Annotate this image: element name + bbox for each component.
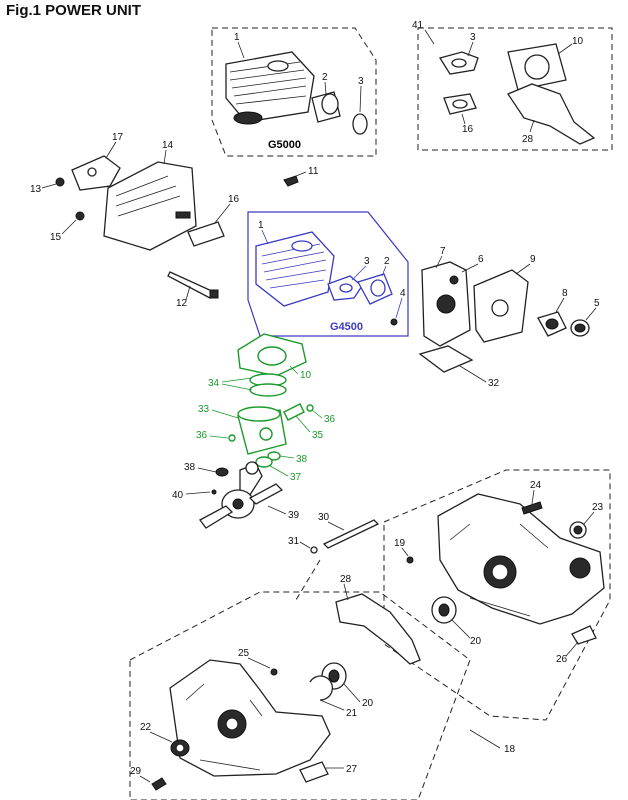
part-num-10-green: 10 — [300, 370, 312, 381]
part-num-30: 30 — [318, 512, 330, 523]
part-num-28-left: 28 — [340, 574, 352, 585]
part-num-21: 21 — [346, 708, 358, 719]
part-num-7: 7 — [440, 246, 446, 257]
muffler-14 — [103, 161, 197, 251]
plate-32 — [418, 345, 474, 373]
pin-19 — [406, 556, 414, 564]
crankshaft-39 — [199, 461, 284, 529]
g5000-kit-box — [211, 27, 377, 157]
part-num-34: 34 — [208, 378, 220, 389]
part-num-12: 12 — [176, 298, 188, 309]
bracket-27 — [299, 761, 329, 783]
part-num-20-right: 20 — [470, 636, 482, 647]
nut-13 — [55, 177, 65, 187]
part-num-6: 6 — [478, 254, 484, 265]
part-num-38-green: 38 — [296, 454, 308, 465]
stud-24 — [521, 501, 543, 515]
part-num-10-set: 10 — [572, 36, 584, 47]
part-num-3-set: 3 — [470, 32, 476, 43]
part-num-9: 9 — [530, 254, 536, 265]
crankcase-left — [169, 659, 331, 777]
part-num-3: 3 — [358, 76, 364, 87]
part-num-25: 25 — [238, 648, 250, 659]
part-num-17: 17 — [112, 132, 124, 143]
gasket-28-set — [507, 83, 596, 145]
bracket-26 — [571, 625, 597, 645]
part-num-1: 1 — [234, 32, 240, 43]
part-num-18: 18 — [504, 744, 516, 755]
part-num-39: 39 — [288, 510, 300, 521]
part-num-22: 22 — [140, 722, 152, 733]
piston-pin-35 — [283, 403, 305, 421]
part-num-13: 13 — [30, 184, 42, 195]
part-num-32: 32 — [488, 378, 500, 389]
part-num-14: 14 — [162, 140, 174, 151]
part-num-8: 8 — [562, 288, 568, 299]
screw-15 — [75, 211, 85, 221]
screw-4-g4500 — [390, 318, 398, 326]
part-num-24: 24 — [530, 480, 542, 491]
part-num-2-g4500: 2 — [384, 256, 390, 267]
part-num-16-set: 16 — [462, 124, 474, 135]
part-num-2: 2 — [322, 72, 328, 83]
part-num-16-muffler: 16 — [228, 194, 240, 205]
part-num-41: 41 — [412, 20, 424, 31]
part-num-11: 11 — [308, 166, 319, 177]
circlip-21 — [309, 675, 334, 701]
bolt-12 — [167, 271, 217, 299]
part-num-35: 35 — [312, 430, 324, 441]
part-num-4-g4500: 4 — [400, 288, 406, 299]
intake-adapter-g5000 — [311, 91, 341, 123]
intake-manifold-6 — [421, 261, 471, 347]
crankcase-right — [437, 493, 605, 625]
screw-25 — [270, 668, 278, 676]
pin-40 — [211, 489, 217, 495]
muffler-gasket-16 — [187, 221, 225, 247]
part-num-38: 38 — [184, 462, 196, 473]
part-num-15: 15 — [50, 232, 62, 243]
part-num-5: 5 — [594, 298, 600, 309]
cylinder-g4500 — [255, 231, 335, 307]
piston-ring-34b — [249, 383, 287, 397]
g4500-kit-box — [247, 211, 409, 337]
piston-33 — [237, 406, 287, 455]
part-num-23: 23 — [592, 502, 604, 513]
part-num-36: 36 — [324, 414, 336, 425]
part-num-31: 31 — [288, 536, 300, 547]
figure-title: Fig.1 POWER UNIT — [6, 2, 141, 19]
screw-29 — [151, 777, 167, 791]
part-num-37: 37 — [290, 472, 302, 483]
circlip-36a — [306, 404, 314, 412]
part-num-3-g4500: 3 — [364, 256, 370, 267]
part-num-27: 27 — [346, 764, 358, 775]
connector-dash — [295, 559, 321, 601]
g4500-label: G4500 — [330, 321, 363, 333]
intake-ring-g5000 — [352, 113, 368, 135]
part-num-40: 40 — [172, 490, 184, 501]
part-num-33: 33 — [198, 404, 210, 415]
g5000-label: G5000 — [268, 139, 301, 151]
part-num-20-left: 20 — [362, 698, 374, 709]
part-num-28-set: 28 — [522, 134, 534, 145]
gasket-set-box — [417, 27, 613, 151]
chain-guide-bolt-30 — [322, 519, 380, 549]
part-num-19: 19 — [394, 538, 406, 549]
part-num-1-g4500: 1 — [258, 220, 264, 231]
gasket-28-left — [335, 593, 421, 665]
intake-adapter-g4500 — [357, 273, 393, 305]
ring-31 — [310, 546, 318, 554]
flange-8 — [537, 311, 567, 337]
needle-bearing-37 — [255, 456, 273, 468]
part-num-36-left: 36 — [196, 430, 208, 441]
circlip-36b — [228, 434, 236, 442]
part-num-29: 29 — [130, 766, 142, 777]
washer-38-crank — [215, 467, 229, 477]
cylinder-g5000 — [225, 51, 315, 125]
screw-11 — [283, 175, 299, 187]
part-num-26: 26 — [556, 654, 568, 665]
